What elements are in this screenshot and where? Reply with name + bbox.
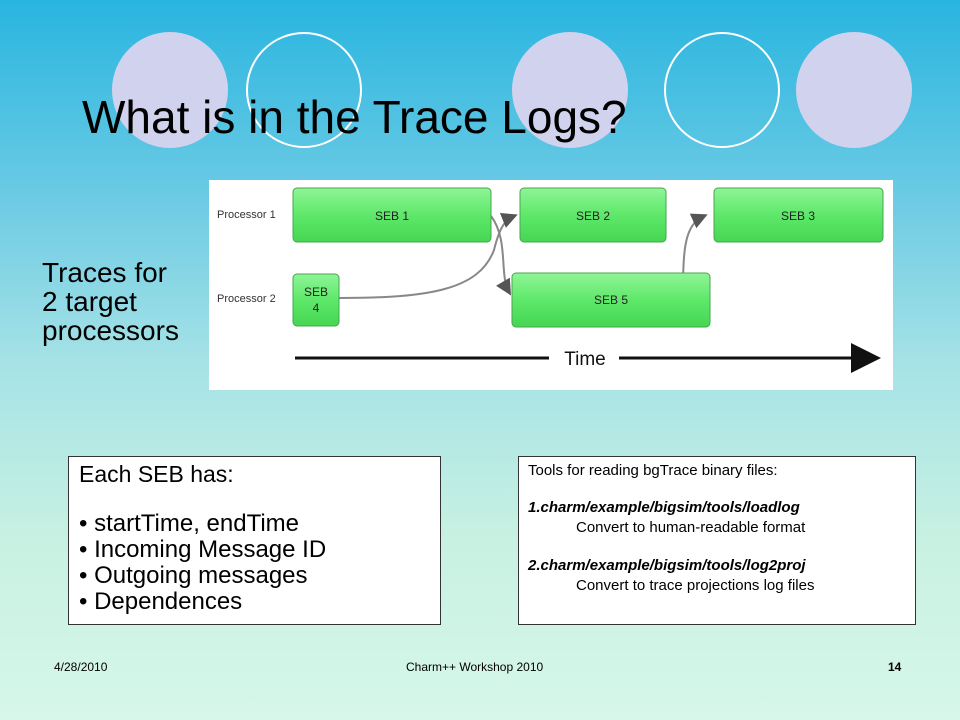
page-number: 14 [888, 660, 902, 674]
list-item: • Incoming Message ID [79, 536, 327, 563]
seb1-block [292, 187, 492, 243]
decor-circle [112, 32, 228, 148]
seb4-label: SEB [304, 285, 328, 299]
decor-circle [796, 32, 912, 148]
footer-date: 4/28/2010 [54, 660, 108, 674]
seb2-block [519, 187, 667, 243]
seb-properties-box: Each SEB has: • startTime, endTime • Inc… [68, 456, 441, 625]
decor-circle [512, 32, 628, 148]
seb4-block [292, 273, 340, 327]
slide-title: What is in the Trace Logs? [82, 91, 627, 143]
list-item: • Outgoing messages [79, 562, 308, 589]
seb-box-heading: Each SEB has: [79, 461, 234, 487]
tool-2-path: 2.charm/example/bigsim/tools/log2proj [528, 557, 806, 574]
tools-box: Tools for reading bgTrace binary files: … [518, 456, 916, 625]
footer-event: Charm++ Workshop 2010 [406, 660, 544, 674]
list-item: • Dependences [79, 588, 243, 615]
processor-1-label: Processor 1 [217, 209, 276, 221]
decor-ring [246, 32, 362, 148]
seb4-number: 4 [313, 301, 320, 315]
tool-1-desc: Convert to human-readable format [576, 519, 806, 536]
tools-heading: Tools for reading bgTrace binary files: [528, 462, 778, 479]
seb-properties-list: • startTime, endTime • Incoming Message … [79, 511, 326, 615]
tool-2-path-text: 2.charm/example/bigsim/tools/log2proj [528, 557, 806, 574]
message-arrow [338, 213, 518, 299]
traces-caption: Traces for 2 target processors [42, 258, 179, 345]
decor-ring [664, 32, 780, 148]
tool-1-path-text: 1.charm/example/bigsim/tools/loadlog [528, 499, 800, 516]
seb3-label: SEB 3 [781, 209, 815, 223]
traces-line: 2 target [42, 286, 137, 317]
seb1-label: SEB 1 [375, 209, 409, 223]
tool-2-desc: Convert to trace projections log files [576, 577, 815, 594]
message-arrow [490, 215, 512, 296]
processor-2-label: Processor 2 [217, 293, 276, 305]
time-label: Time [564, 349, 606, 370]
seb3-block [713, 187, 884, 243]
seb5-block [511, 272, 711, 328]
tool-1-path: 1.charm/example/bigsim/tools/loadlog [528, 499, 800, 516]
seb5-label: SEB 5 [594, 293, 628, 307]
traces-line: processors [42, 315, 179, 346]
list-item: • startTime, endTime [79, 510, 300, 537]
trace-diagram: Processor 1 Processor 2 SEB 1 SEB 2 SEB … [209, 180, 893, 390]
traces-line: Traces for [42, 257, 167, 288]
seb2-label: SEB 2 [576, 209, 610, 223]
